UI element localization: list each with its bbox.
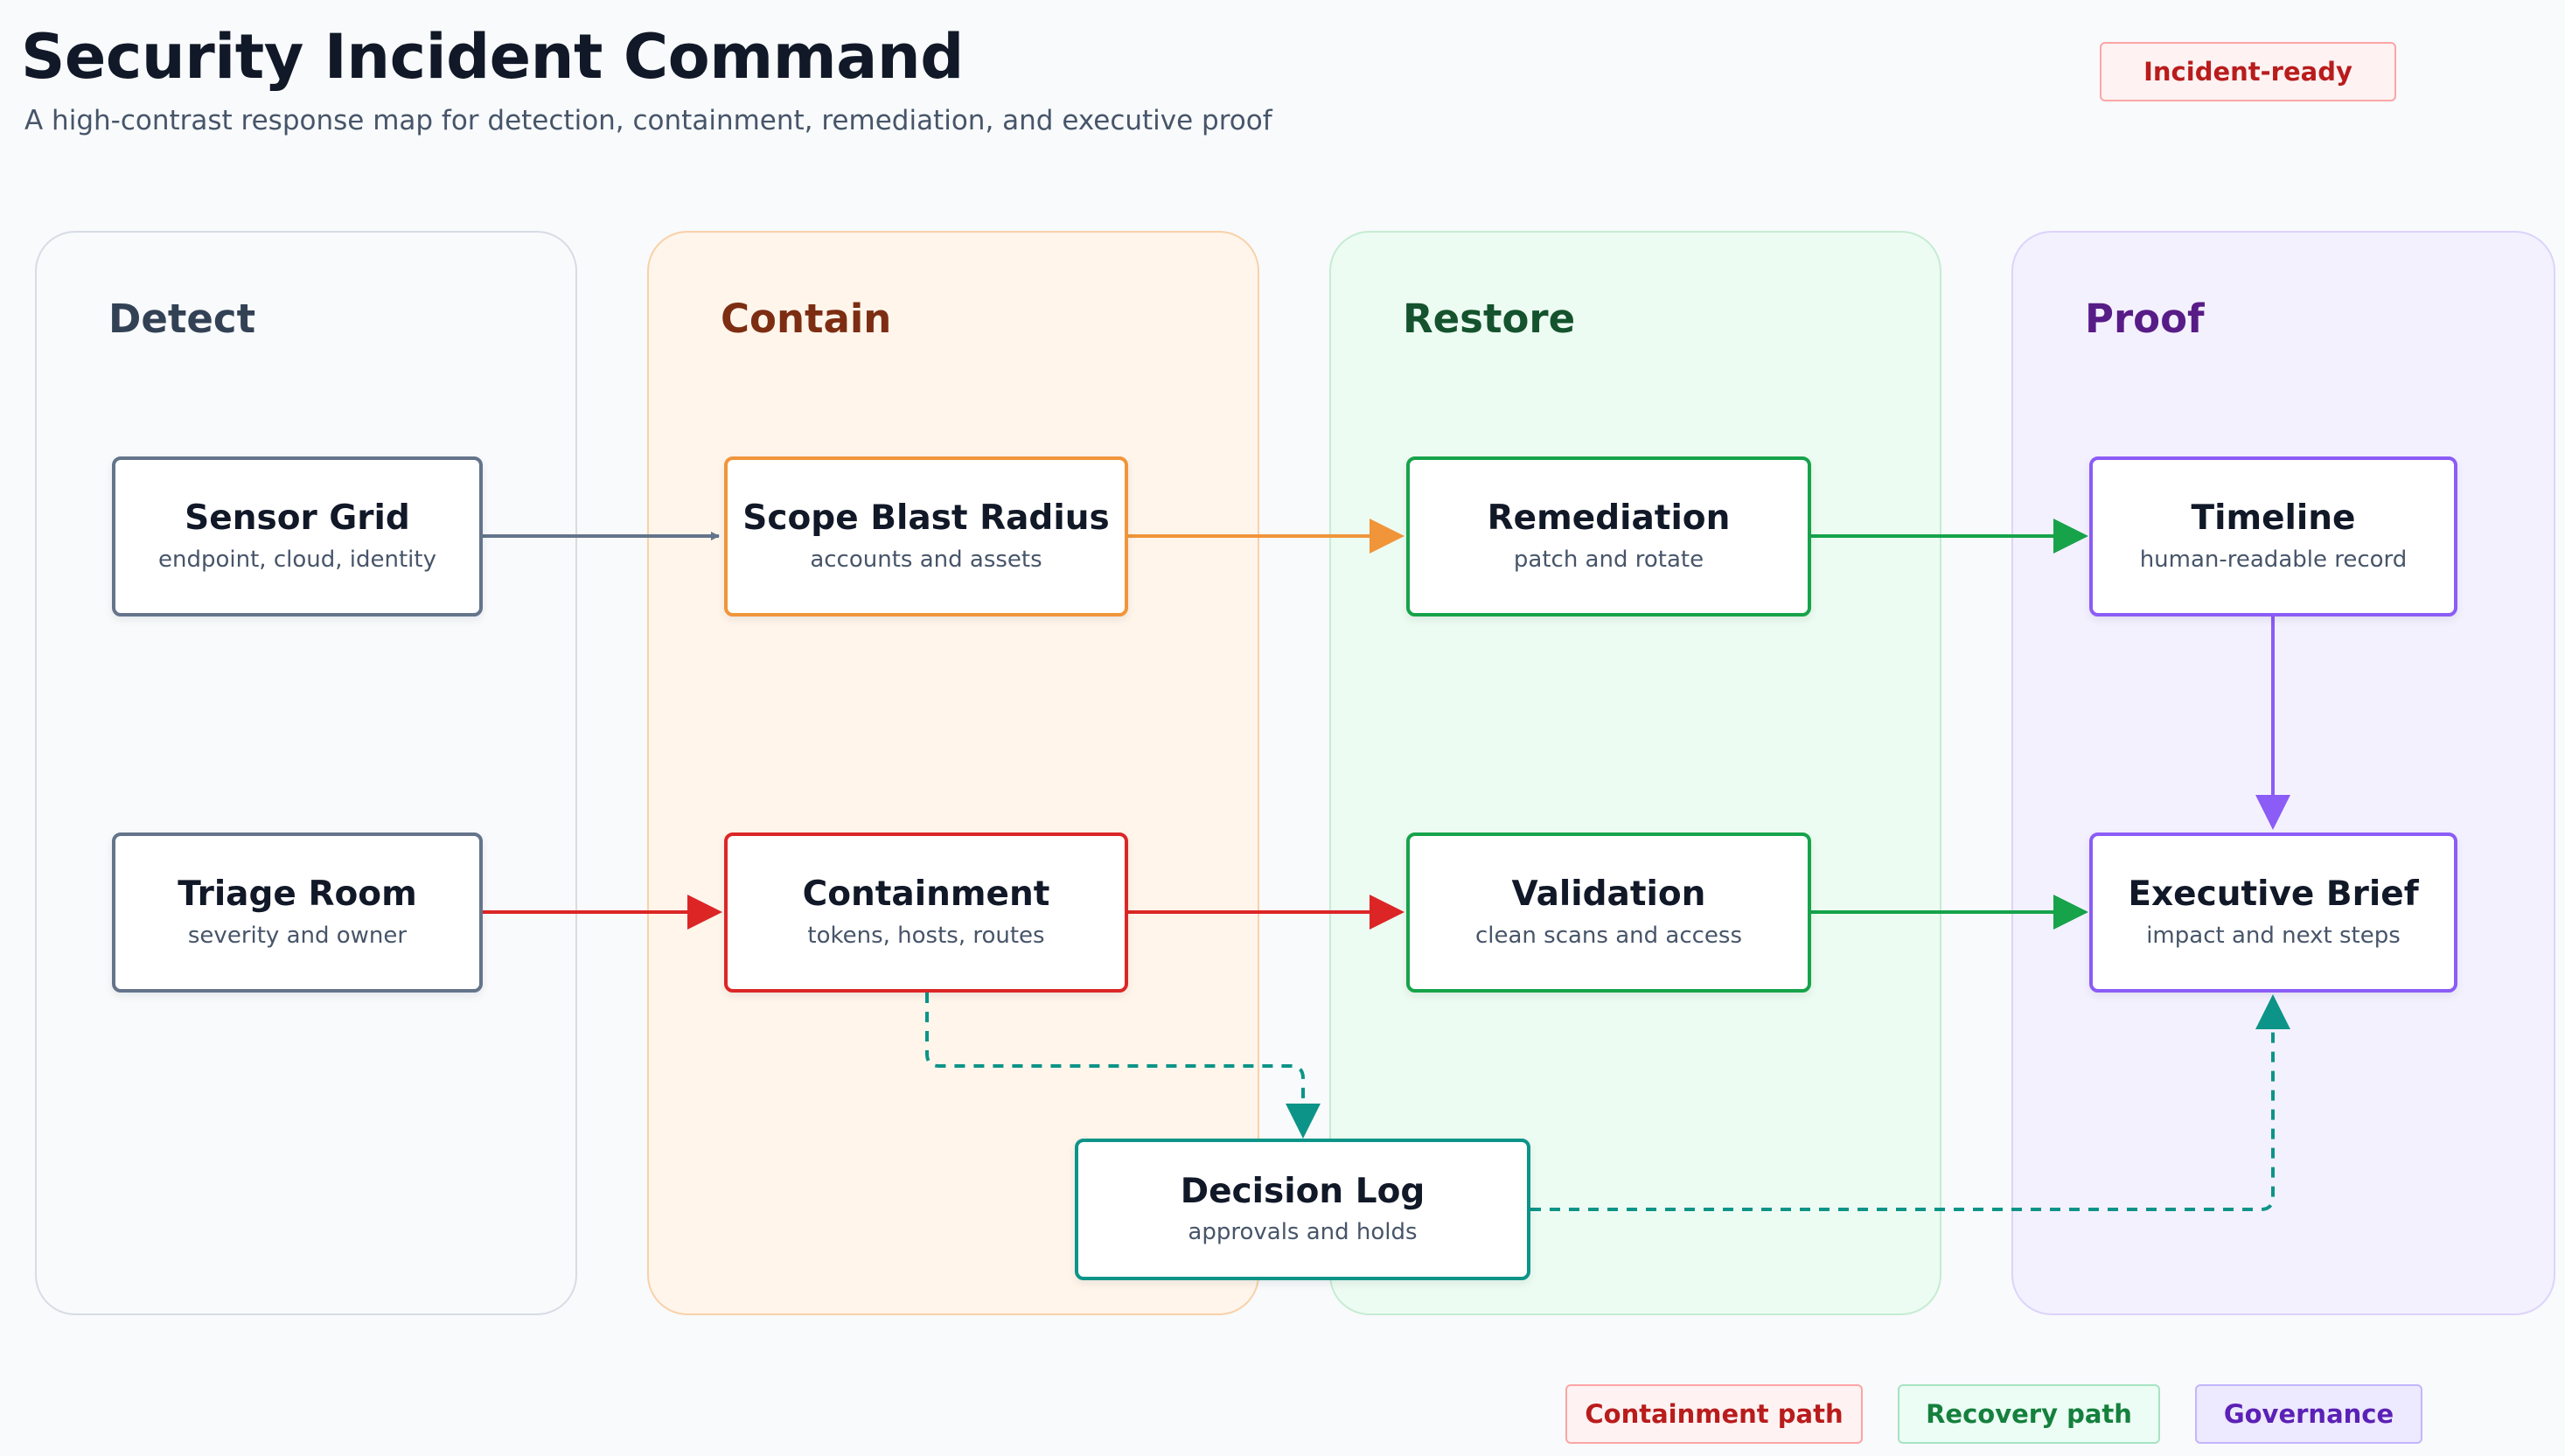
page-title: Security Incident Command xyxy=(21,21,964,93)
node-validation[interactable]: Validation clean scans and access xyxy=(1406,832,1811,993)
node-decision-log[interactable]: Decision Log approvals and holds xyxy=(1075,1139,1530,1280)
node-triage-room[interactable]: Triage Room severity and owner xyxy=(112,832,483,993)
node-title: Decision Log xyxy=(1180,1171,1425,1211)
node-timeline[interactable]: Timeline human-readable record xyxy=(2089,456,2457,617)
lane-title-restore: Restore xyxy=(1403,296,1576,342)
node-title: Scope Blast Radius xyxy=(742,498,1110,539)
node-subtitle: human-readable record xyxy=(2139,546,2408,573)
node-subtitle: endpoint, cloud, identity xyxy=(158,546,436,573)
node-title: Triage Room xyxy=(178,874,417,915)
node-title: Remediation xyxy=(1487,498,1731,539)
node-subtitle: severity and owner xyxy=(187,922,408,949)
node-title: Containment xyxy=(802,874,1050,915)
legend-recovery-path: Recovery path xyxy=(1898,1384,2160,1444)
node-title: Validation xyxy=(1511,874,1706,915)
node-subtitle: tokens, hosts, routes xyxy=(807,922,1045,949)
node-subtitle: clean scans and access xyxy=(1474,922,1743,949)
lane-restore xyxy=(1329,231,1941,1315)
node-subtitle: accounts and assets xyxy=(810,546,1042,573)
node-title: Timeline xyxy=(2191,498,2356,539)
edge-containment-to-decision-log xyxy=(925,993,1321,1139)
node-executive-brief[interactable]: Executive Brief impact and next steps xyxy=(2089,832,2457,993)
node-subtitle: patch and rotate xyxy=(1513,546,1704,573)
lane-title-proof: Proof xyxy=(2085,296,2205,342)
node-title: Sensor Grid xyxy=(185,498,410,539)
status-badge: Incident-ready xyxy=(2100,42,2396,101)
lane-proof xyxy=(2011,231,2555,1315)
edge-decision-log-to-brief xyxy=(1530,994,2290,1211)
lane-title-contain: Contain xyxy=(721,296,892,342)
page-subtitle: A high-contrast response map for detecti… xyxy=(24,105,1272,136)
node-subtitle: impact and next steps xyxy=(2146,922,2401,949)
node-title: Executive Brief xyxy=(2128,874,2419,915)
node-subtitle: approvals and holds xyxy=(1188,1219,1418,1246)
legend-containment-path: Containment path xyxy=(1565,1384,1863,1444)
legend-governance: Governance xyxy=(2195,1384,2422,1444)
node-sensor-grid[interactable]: Sensor Grid endpoint, cloud, identity xyxy=(112,456,483,617)
node-remediation[interactable]: Remediation patch and rotate xyxy=(1406,456,1811,617)
lane-title-detect: Detect xyxy=(108,296,256,342)
node-scope-blast-radius[interactable]: Scope Blast Radius accounts and assets xyxy=(724,456,1128,617)
lane-contain xyxy=(647,231,1259,1315)
lane-detect xyxy=(35,231,577,1315)
node-containment[interactable]: Containment tokens, hosts, routes xyxy=(724,832,1128,993)
